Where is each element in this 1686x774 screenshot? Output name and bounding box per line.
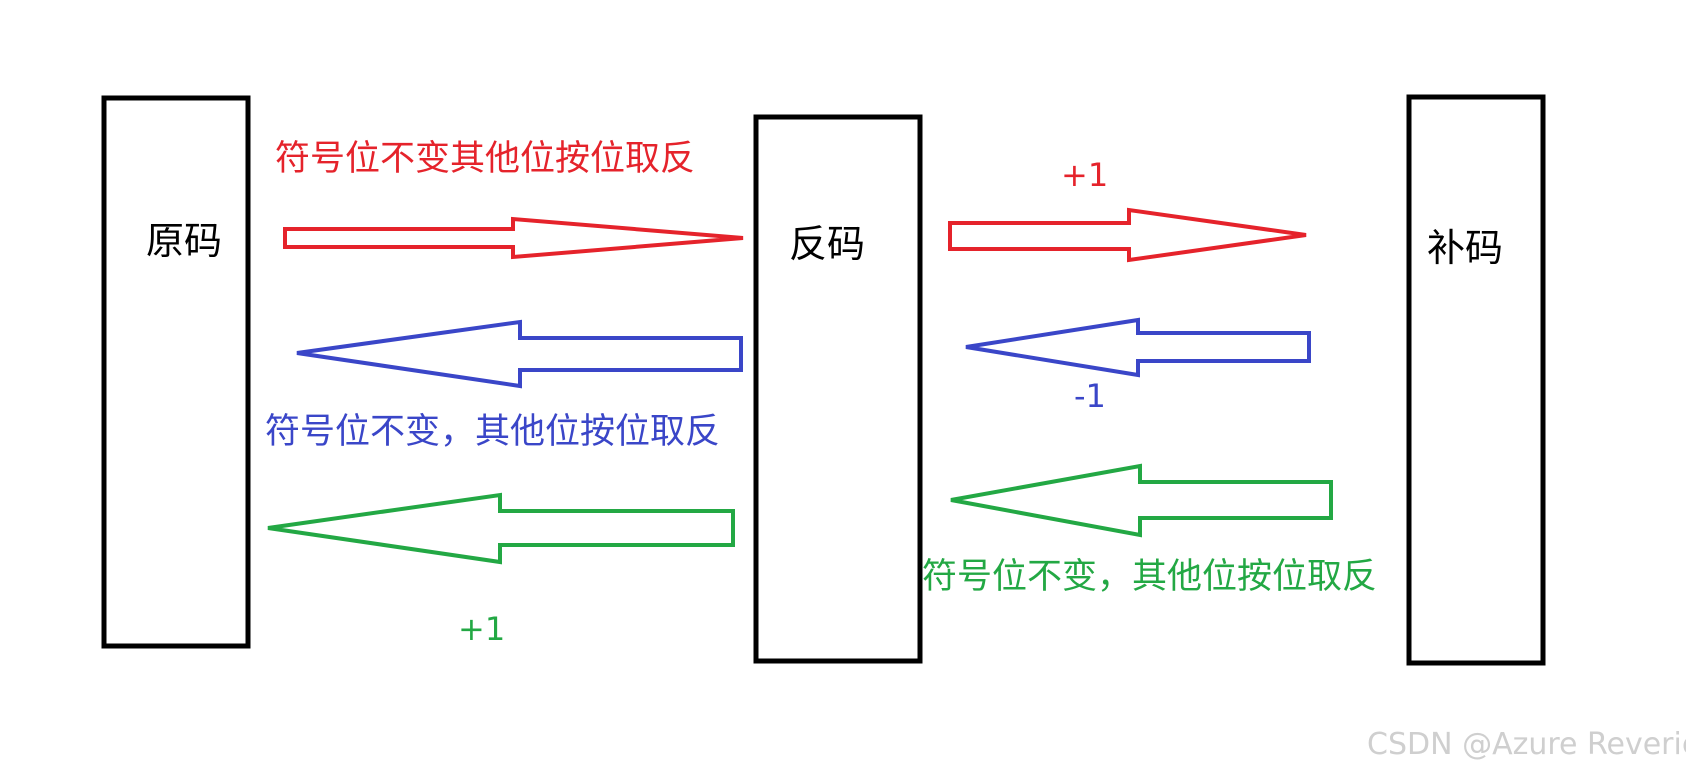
- edge-label-bu-to-fan-green: 符号位不变，其他位按位取反: [922, 557, 1377, 597]
- arrow-fan-to-yuan-green: [267, 492, 735, 565]
- edge-label-fan-to-yuan: 符号位不变，其他位按位取反: [265, 412, 720, 452]
- box-fanma: [753, 114, 923, 664]
- node-label-buma: 补码: [1427, 226, 1503, 270]
- box-yuanma: [101, 95, 251, 649]
- box-buma: [1406, 94, 1546, 666]
- node-label-fanma: 反码: [789, 222, 865, 266]
- arrow-fan-to-bu: [948, 207, 1307, 263]
- edge-label-bu-to-fan: -1: [1074, 377, 1106, 415]
- edge-label-fan-to-yuan-green: +1: [458, 610, 505, 648]
- arrow-yuan-to-fan: [283, 216, 744, 260]
- watermark-text: CSDN @Azure Reverie: [1367, 727, 1686, 762]
- arrow-bu-to-fan: [965, 317, 1311, 378]
- edge-label-yuan-to-fan: 符号位不变其他位按位取反: [275, 139, 695, 179]
- node-label-yuanma: 原码: [146, 219, 222, 263]
- edge-label-fan-to-bu: +1: [1061, 156, 1108, 194]
- arrow-fan-to-yuan: [296, 319, 743, 389]
- arrow-bu-to-fan-green: [950, 463, 1333, 538]
